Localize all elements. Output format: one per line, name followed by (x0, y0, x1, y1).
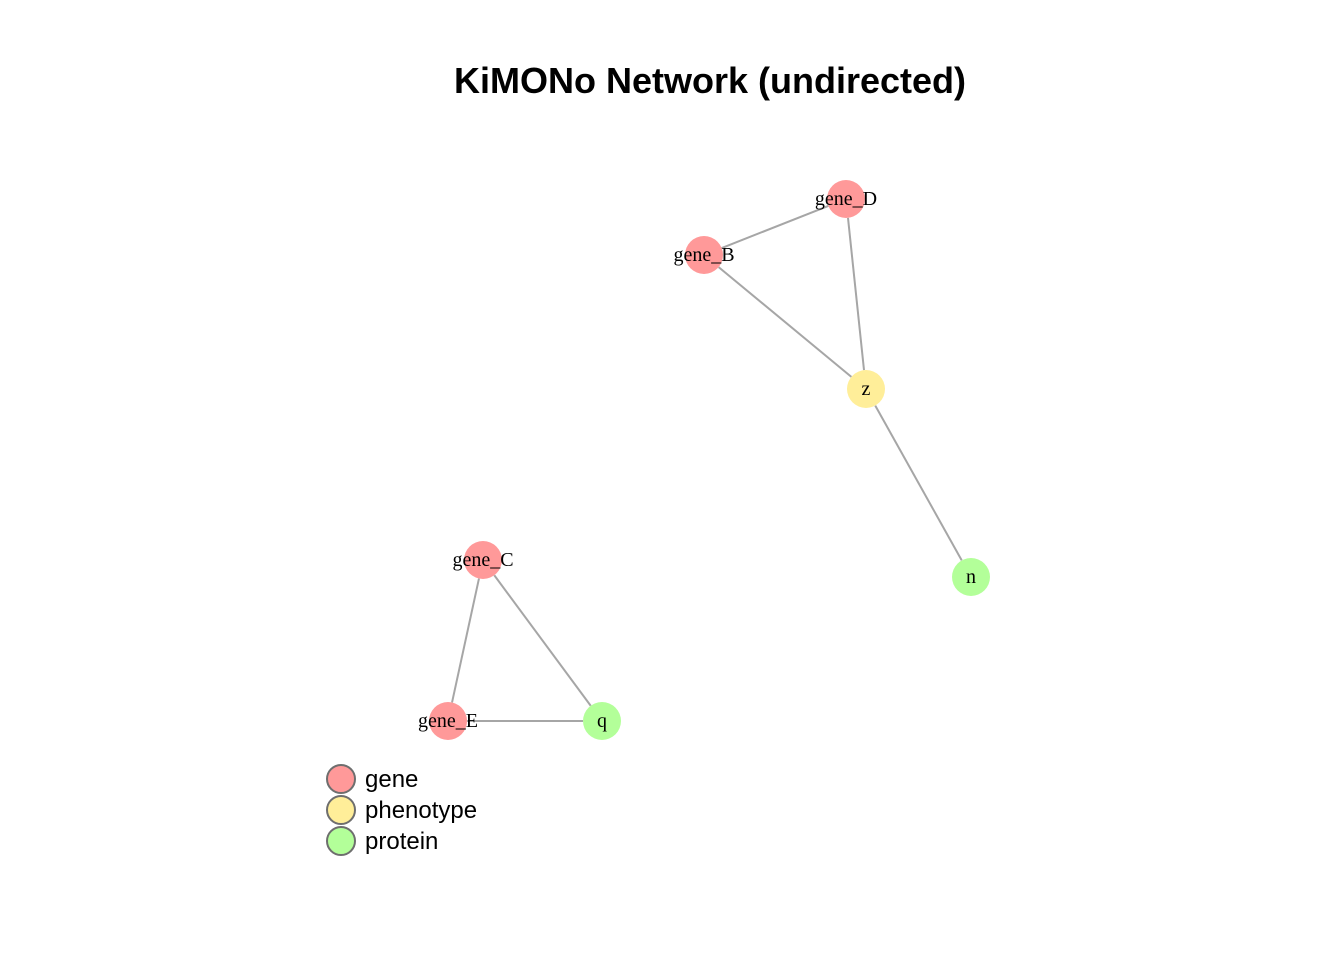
node-label: q (597, 710, 607, 732)
legend-swatch (326, 826, 356, 856)
legend-item-protein: protein (326, 826, 438, 856)
legend-swatch (326, 795, 356, 825)
edge-gene_B-z (718, 266, 852, 378)
legend-label: gene (365, 766, 418, 793)
node-circle[interactable] (464, 541, 502, 579)
node-label: n (966, 566, 976, 588)
legend-label: phenotype (365, 797, 477, 824)
legend-item-phenotype: phenotype (326, 795, 477, 825)
edge-gene_C-q (493, 574, 592, 707)
node-label: gene_D (815, 188, 877, 210)
edge-gene_D-gene_B (721, 205, 829, 249)
legend-label: protein (365, 828, 438, 855)
node-label: gene_E (418, 710, 478, 732)
node-gene_B[interactable]: gene_B (673, 236, 735, 274)
node-circle[interactable] (952, 558, 990, 596)
node-circle[interactable] (429, 702, 467, 740)
node-circle[interactable] (583, 702, 621, 740)
legend-item-gene: gene (326, 764, 418, 794)
nodes-layer: gene_D gene_Bz n gene_C gene_E q (418, 180, 990, 740)
legend-swatch (326, 764, 356, 794)
node-gene_C[interactable]: gene_C (452, 541, 514, 579)
node-gene_D[interactable]: gene_D (815, 180, 877, 218)
edge-gene_C-gene_E (451, 578, 480, 703)
edges-layer (451, 205, 963, 722)
node-circle[interactable] (827, 180, 865, 218)
node-label: gene_C (452, 549, 513, 571)
node-label: gene_B (673, 244, 734, 266)
node-label: z (862, 378, 871, 400)
edge-gene_D-z (846, 217, 866, 371)
node-gene_E[interactable]: gene_E (418, 702, 478, 740)
node-circle[interactable] (847, 370, 885, 408)
node-z[interactable]: z (847, 370, 885, 408)
node-q[interactable]: q (583, 702, 621, 740)
edge-z-n (874, 405, 963, 561)
legend: gene phenotype protein (326, 764, 477, 856)
chart-title: KiMONo Network (undirected) (454, 60, 966, 101)
node-n[interactable]: n (952, 558, 990, 596)
node-circle[interactable] (685, 236, 723, 274)
